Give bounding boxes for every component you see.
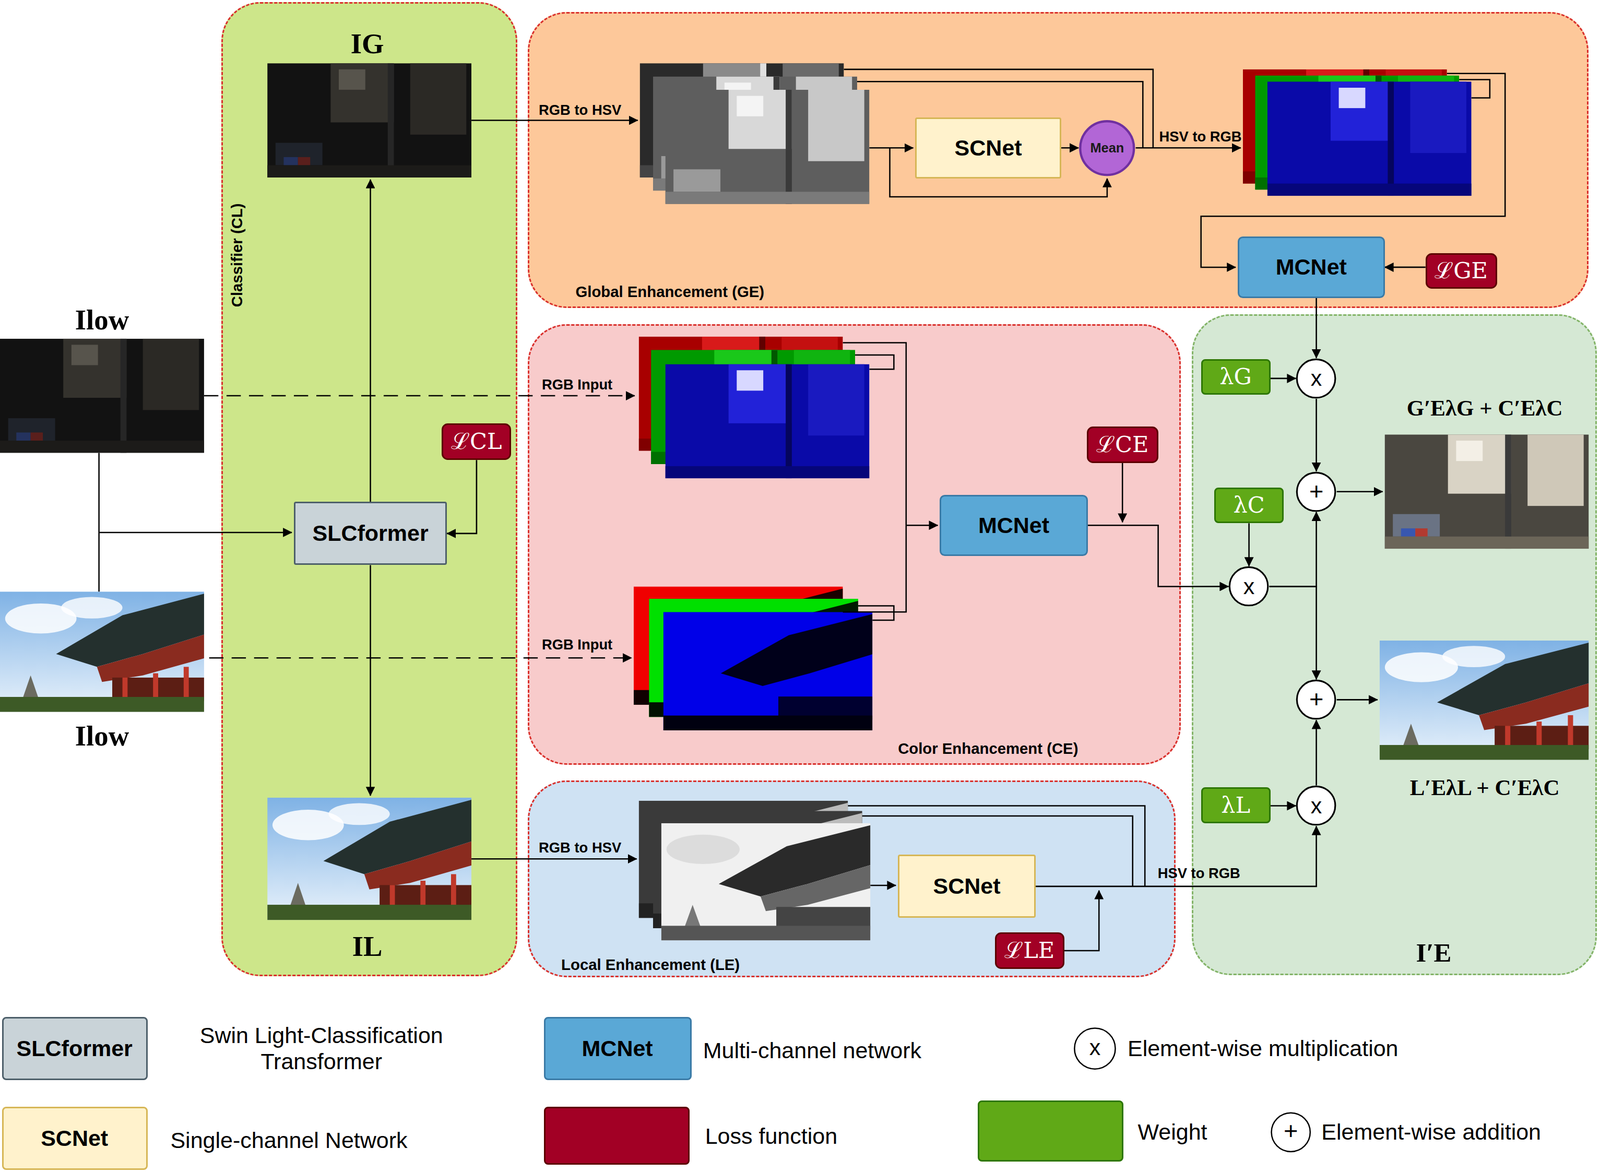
- image-label: IG: [350, 27, 385, 61]
- connector: [1315, 398, 1318, 472]
- legend-text: Swin Light-Classification Transformer: [168, 1022, 475, 1075]
- weight-box: λL: [1201, 787, 1271, 823]
- formula: L′EλL + C′EλC: [1409, 774, 1560, 801]
- image-label: Ilow: [75, 719, 129, 753]
- connector: [1269, 586, 1317, 680]
- legend-swatch: [977, 1100, 1124, 1162]
- multi-channel-network-box: MCNet: [1237, 236, 1385, 298]
- node-label: λL: [1221, 792, 1251, 819]
- legend-text: Element-wise multiplication: [1127, 1035, 1399, 1062]
- node-label: ℒCL: [451, 428, 502, 455]
- legend-text: Multi-channel network: [703, 1037, 922, 1064]
- legend-text: Single-channel Network: [170, 1127, 408, 1154]
- node-label: λC: [1233, 492, 1265, 518]
- loss-box: ℒGE: [1425, 253, 1498, 289]
- legend-text: Element-wise addition: [1321, 1119, 1542, 1145]
- panel-title: Local Enhancement (LE): [561, 955, 740, 974]
- local-enhancement-panel: Local Enhancement (LE) SCNetℒLE: [527, 780, 1176, 978]
- panel-title: I′E: [1415, 937, 1452, 968]
- node-label: x: [1310, 365, 1323, 391]
- connector: [1315, 298, 1318, 359]
- panel-title: Color Enhancement (CE): [897, 739, 1078, 758]
- loss-box: ℒCE: [1086, 426, 1159, 464]
- node-label: x: [1243, 573, 1255, 600]
- connector: [1270, 377, 1297, 380]
- legend-swatch: [543, 1106, 691, 1165]
- node-label: MCNet: [978, 512, 1050, 539]
- multiply-circle: x: [1295, 785, 1337, 826]
- legend-text: Weight: [1138, 1119, 1208, 1145]
- color-enhancement-panel: Color Enhancement (CE) MCNet ℒCE: [527, 324, 1181, 765]
- connector: [1384, 266, 1426, 269]
- single-channel-network-box: SCNet: [897, 854, 1036, 918]
- global-enhancement-panel: Global Enhancement (GE) SCNet MeanMCNet ℒGE: [527, 12, 1590, 308]
- image-label: Ilow: [75, 303, 129, 337]
- legend-sample-text: SLCformer: [16, 1035, 133, 1062]
- classifier-panel: Classifier (CL) SLCformer ℒCL: [221, 2, 518, 977]
- node-label: x: [1310, 792, 1323, 819]
- image-label: IL: [352, 930, 383, 964]
- loss-box: ℒCL: [441, 423, 512, 460]
- node-label: SLCformer: [312, 520, 429, 547]
- legend-symbol: +: [1283, 1117, 1298, 1146]
- add-circle: +: [1295, 679, 1337, 720]
- node-label: ℒCE: [1096, 431, 1149, 458]
- multi-channel-network-box: MCNet: [939, 494, 1088, 556]
- mean-circle: Mean: [1078, 119, 1136, 177]
- weight-box: λG: [1201, 359, 1271, 395]
- loss-box: ℒLE: [994, 932, 1065, 969]
- legend-sample-text: SCNet: [40, 1125, 109, 1152]
- connector: [1087, 525, 1229, 587]
- node-label: λG: [1219, 363, 1252, 390]
- node-label: Mean: [1089, 140, 1124, 156]
- single-channel-network-box: SCNet: [915, 117, 1062, 179]
- node-label: +: [1309, 477, 1324, 506]
- legend-text: Loss function: [705, 1123, 838, 1149]
- arrow-label: HSV to RGB: [1159, 128, 1242, 145]
- panel-title: Global Enhancement (GE): [575, 282, 765, 301]
- node-label: SCNet: [933, 873, 1001, 899]
- legend-symbol: x: [1089, 1034, 1101, 1061]
- weight-box: λC: [1214, 487, 1284, 524]
- arrow-label: RGB Input: [541, 636, 613, 653]
- connector-label: HSV to RGB: [1157, 864, 1241, 882]
- panel-title: Classifier (CL): [228, 203, 246, 307]
- add-circle: +: [1295, 471, 1337, 513]
- formula: G′EλG + C′EλC: [1406, 395, 1563, 421]
- arrow-label: RGB Input: [541, 376, 613, 393]
- node-label: ℒLE: [1004, 937, 1055, 964]
- node-label: MCNet: [1275, 254, 1347, 280]
- connector: [1248, 523, 1250, 566]
- multiply-circle: x: [1295, 358, 1337, 399]
- node-label: ℒGE: [1434, 257, 1488, 284]
- connector: [1315, 719, 1318, 786]
- connector: [1061, 147, 1079, 149]
- connector: [1270, 804, 1297, 807]
- connector: [1269, 512, 1317, 587]
- legend-sample-text: MCNet: [582, 1035, 654, 1062]
- transformer-box: SLCformer: [293, 501, 447, 565]
- connector: [1035, 826, 1317, 887]
- arrow-label: RGB to HSV: [538, 101, 622, 118]
- node-label: +: [1309, 685, 1324, 714]
- multiply-circle: x: [1228, 565, 1270, 607]
- node-label: SCNet: [954, 135, 1023, 161]
- connector: [446, 459, 477, 534]
- arrow-label: RGB to HSV: [538, 839, 622, 856]
